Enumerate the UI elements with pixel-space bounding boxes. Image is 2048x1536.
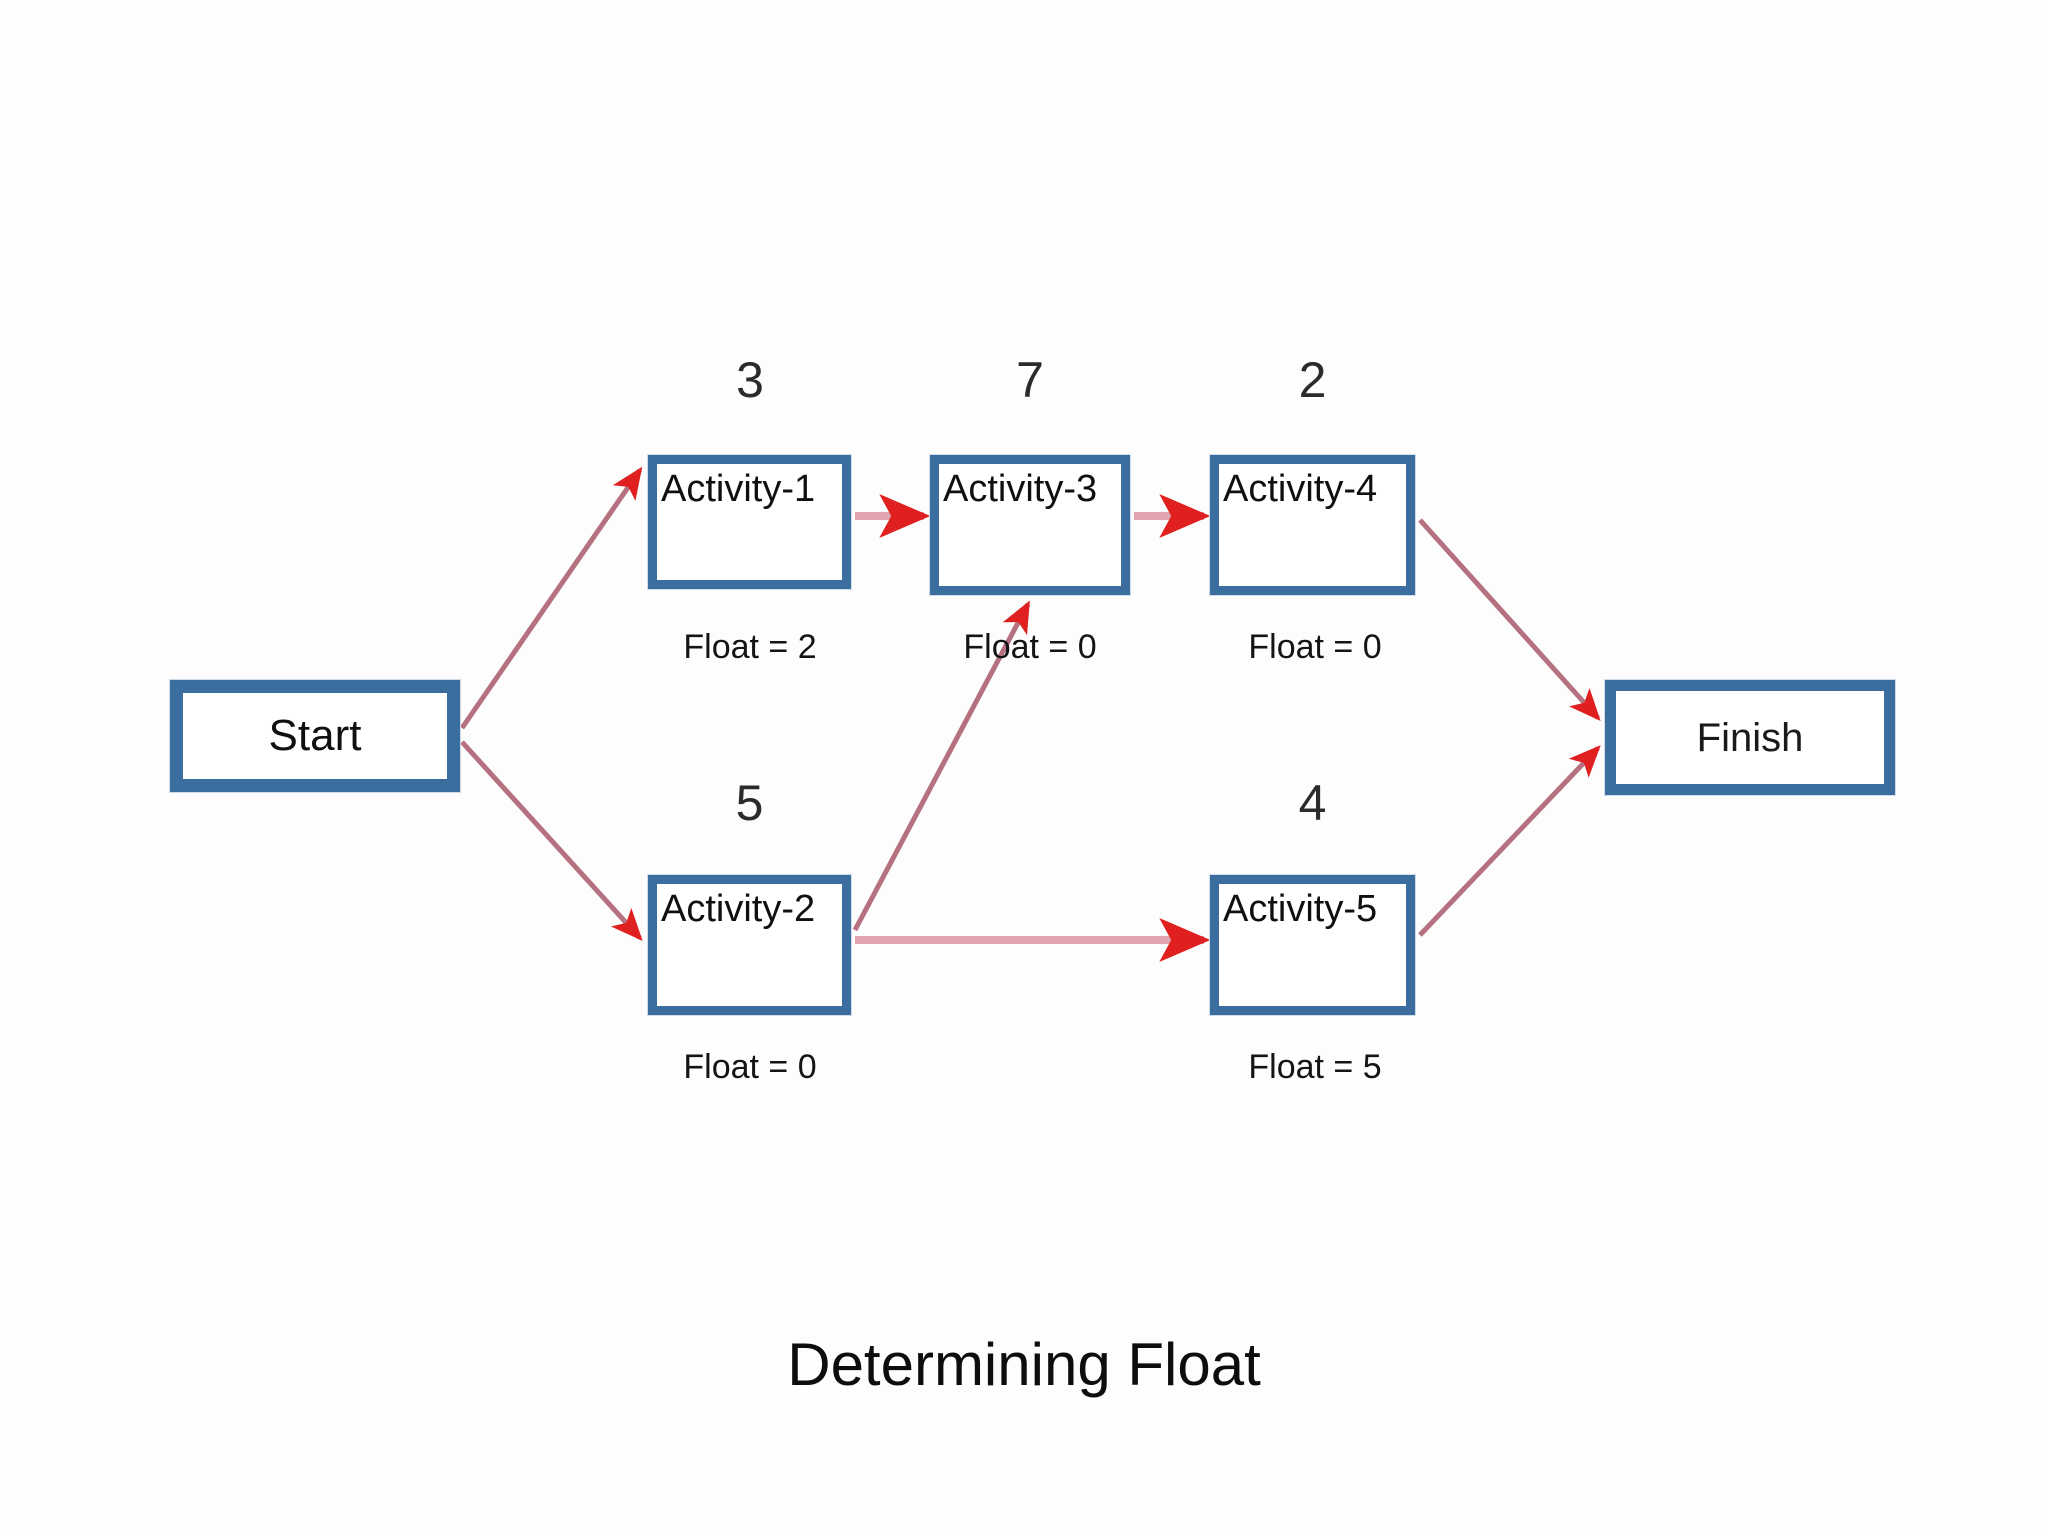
node-activity-5[interactable]: Activity-5 — [1210, 875, 1415, 1015]
float-activity-1: Float = 2 — [683, 628, 817, 666]
node-start-label: Start — [268, 711, 362, 760]
edge-start-to-activity-2 — [460, 740, 643, 941]
edge-activity-5-to-finish — [1418, 745, 1601, 937]
float-activity-5: Float = 5 — [1248, 1048, 1382, 1086]
node-activity-3[interactable]: Activity-3 — [930, 455, 1130, 595]
float-activity-4: Float = 0 — [1248, 628, 1382, 666]
node-finish[interactable]: Finish — [1605, 680, 1895, 795]
node-activity-5-label: Activity-5 — [1223, 888, 1378, 930]
duration-activity-3: 7 — [1016, 352, 1044, 408]
float-activity-3: Float = 0 — [963, 628, 1097, 666]
duration-activity-1: 3 — [736, 352, 764, 408]
duration-activity-5: 4 — [1298, 775, 1327, 831]
node-activity-4[interactable]: Activity-4 — [1210, 455, 1415, 595]
edge-activity-4-to-finish — [1418, 518, 1601, 721]
node-activity-4-label: Activity-4 — [1223, 468, 1378, 510]
node-finish-label: Finish — [1696, 715, 1804, 760]
edge-start-to-activity-1 — [459, 466, 643, 730]
node-activity-2-label: Activity-2 — [661, 888, 816, 930]
diagram-title: Determining Float — [787, 1331, 1261, 1398]
node-activity-2[interactable]: Activity-2 — [648, 875, 851, 1015]
node-activity-3-label: Activity-3 — [943, 468, 1098, 510]
duration-activity-4: 2 — [1298, 352, 1327, 408]
node-start[interactable]: Start — [170, 680, 460, 792]
float-activity-2: Float = 0 — [683, 1048, 817, 1086]
node-activity-1-label: Activity-1 — [661, 468, 816, 510]
duration-activity-2: 5 — [735, 775, 764, 831]
node-activity-1[interactable]: Activity-1 — [648, 455, 851, 589]
